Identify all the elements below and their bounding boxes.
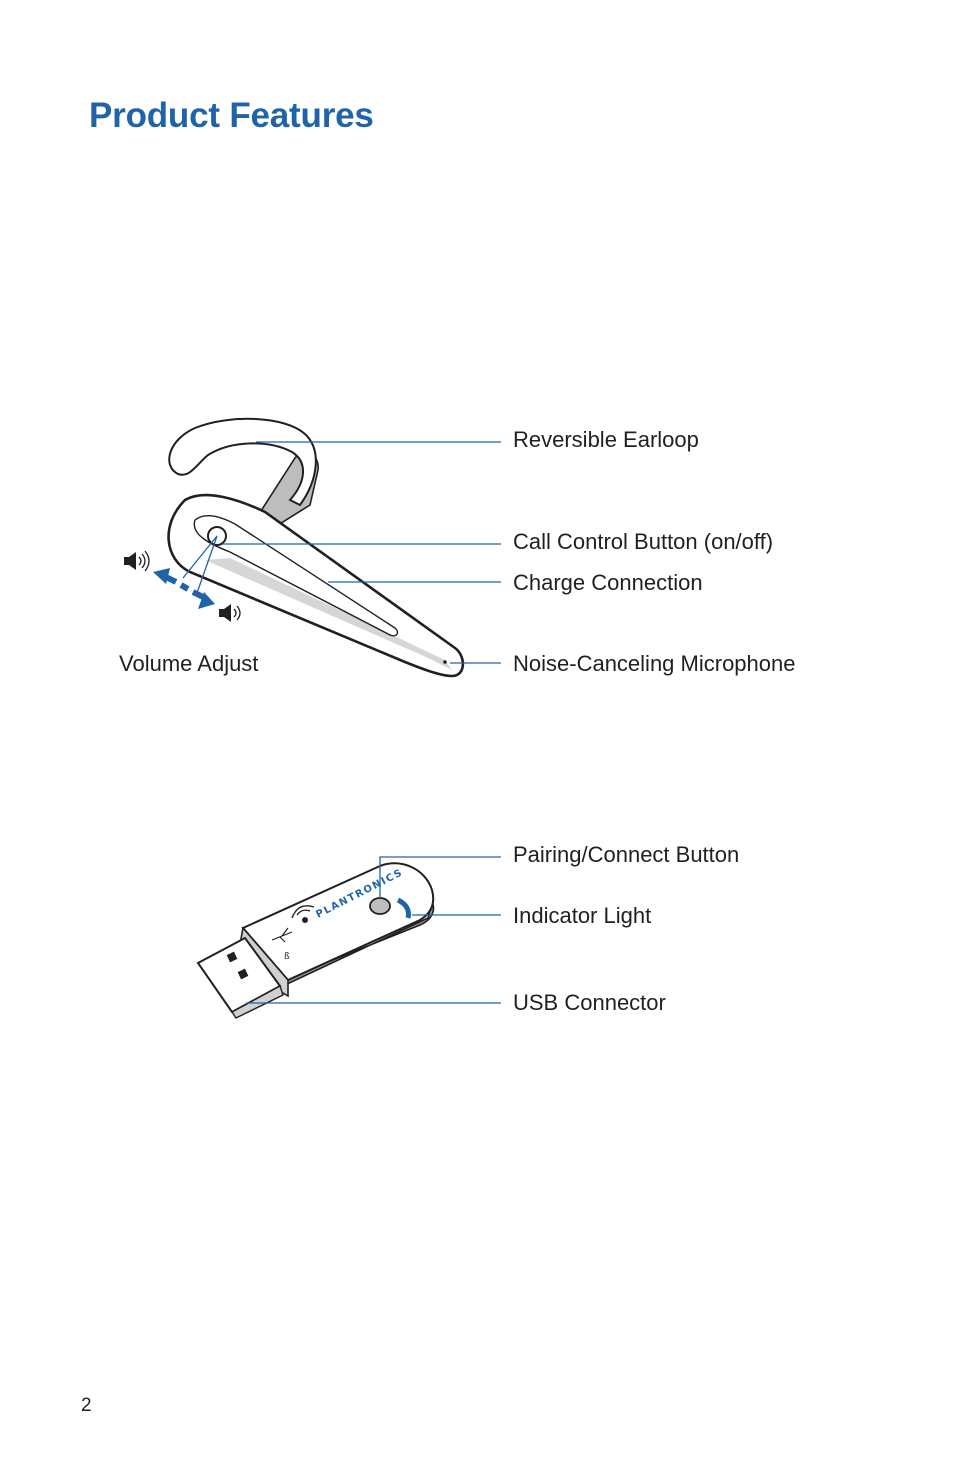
volume-leader-1 — [182, 535, 218, 579]
boom-rail — [193, 514, 399, 637]
pairing-leader — [379, 856, 501, 898]
pairing-label: Pairing/Connect Button — [513, 842, 740, 867]
usb-symbol-icon — [271, 927, 293, 943]
volume-arrow-icon — [153, 568, 215, 609]
volume-leader-2 — [196, 535, 218, 594]
wireless-icon — [291, 905, 315, 923]
speaker-icon — [124, 550, 150, 572]
bluetooth-icon: ß — [284, 952, 290, 962]
headset-body — [167, 493, 465, 678]
usb-contact — [237, 968, 249, 980]
speaker-icon — [219, 604, 241, 622]
usb-adapter-illustration: ß PLANTRONICS — [196, 856, 501, 1019]
usb-contact — [226, 951, 238, 963]
headset-underside — [205, 558, 452, 670]
earloop — [168, 417, 317, 507]
headset-illustration — [124, 417, 501, 678]
adapter-body — [241, 862, 435, 982]
volume-adjust-label: Volume Adjust — [119, 651, 259, 676]
pairing-button — [369, 897, 391, 915]
call-control-label: Call Control Button (on/off) — [513, 529, 774, 554]
earloop-label: Reversible Earloop — [513, 427, 699, 452]
usb-connector-label: USB Connector — [513, 990, 666, 1015]
usb-plug-side — [230, 984, 284, 1019]
page-title: Product Features — [89, 96, 374, 135]
charge-connection-label: Charge Connection — [513, 570, 703, 595]
page-number: 2 — [81, 1395, 92, 1416]
microphone-hole — [443, 660, 447, 664]
indicator-label: Indicator Light — [513, 903, 652, 928]
microphone-label: Noise-Canceling Microphone — [513, 651, 796, 676]
indicator-light — [396, 897, 411, 919]
